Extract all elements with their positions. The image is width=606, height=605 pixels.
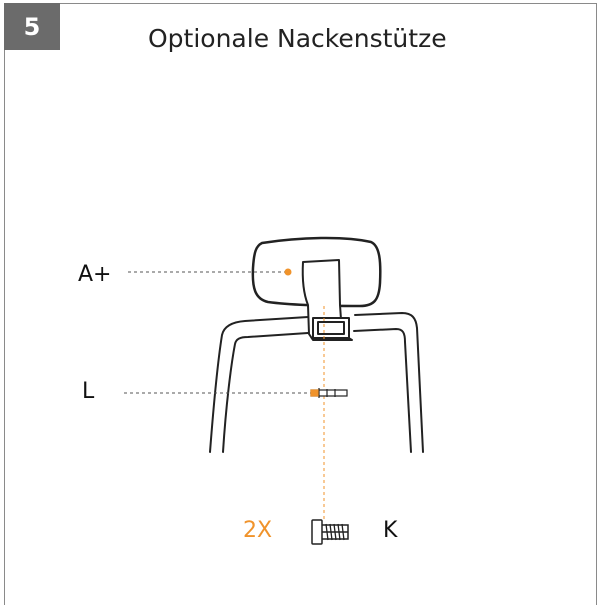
pin-icon bbox=[310, 388, 348, 398]
step-number: 5 bbox=[23, 12, 41, 41]
page-frame bbox=[4, 3, 597, 605]
leader-lines bbox=[124, 271, 325, 520]
page-title: Optionale Nackenstütze bbox=[148, 24, 447, 53]
headrest-bracket bbox=[301, 259, 353, 341]
screw-icon bbox=[311, 519, 349, 545]
chair-backrest bbox=[209, 311, 424, 453]
label-pin-l: L bbox=[82, 379, 95, 404]
label-headrest-a-plus: A+ bbox=[78, 262, 112, 287]
label-screw-quantity: 2X bbox=[243, 518, 273, 543]
step-number-badge: 5 bbox=[4, 3, 60, 50]
headrest-marker-dot bbox=[284, 268, 292, 276]
label-screw-k: K bbox=[383, 518, 398, 543]
headrest-illustration bbox=[251, 236, 382, 308]
